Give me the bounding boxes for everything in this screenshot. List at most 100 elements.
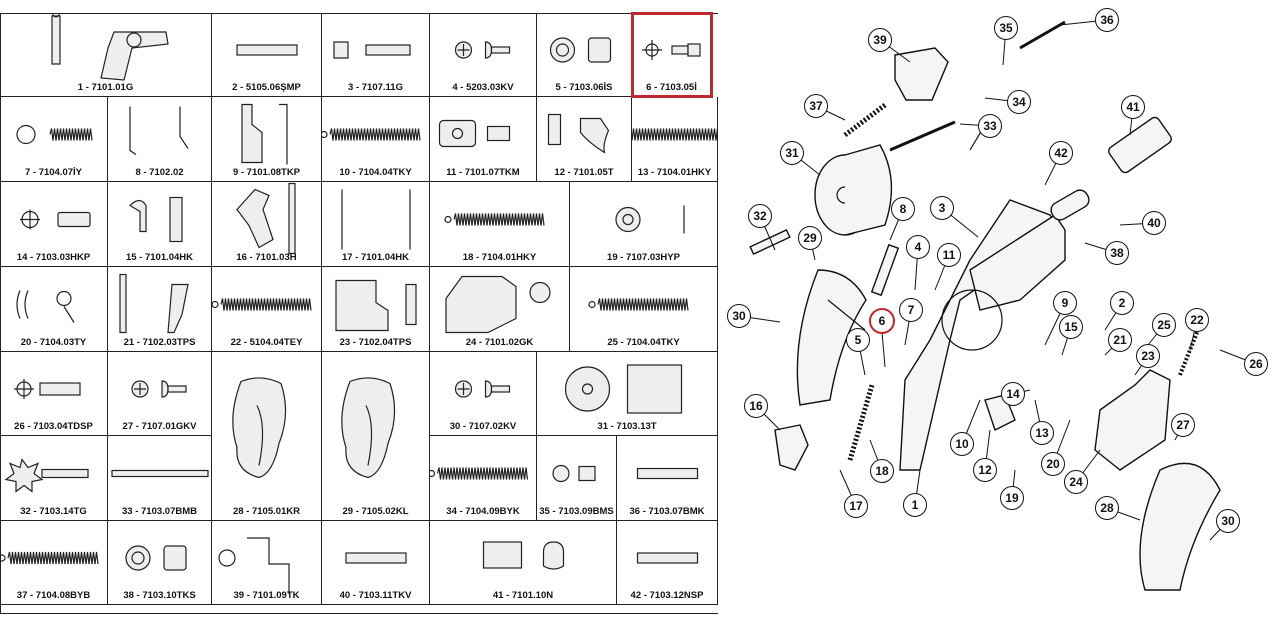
part-cell: 16 - 7101.03H: [212, 182, 322, 267]
callout-number: 11: [937, 243, 961, 267]
part-cell: 40 - 7103.11TKV: [322, 521, 430, 605]
callout-number: 30: [1216, 509, 1240, 533]
part-icon: [125, 545, 187, 571]
part-icon: [341, 189, 411, 250]
callout-number: 25: [1152, 313, 1176, 337]
callout-number: 9: [1053, 291, 1077, 315]
part-cell: 4 - 5203.03KV: [430, 13, 537, 97]
part-label: 33 - 7103.07BMB: [122, 506, 197, 517]
part-label: 14 - 7103.03HKP: [16, 252, 91, 263]
part-label: 4 - 5203.03KV: [452, 82, 514, 93]
part-cell: 17 - 7101.04HK: [322, 182, 430, 267]
part-cell: 20 - 7104.03TY: [0, 267, 108, 352]
part-label: 25 - 7104.04TKY: [607, 337, 680, 348]
callout-number: 7: [899, 298, 923, 322]
callout-number: 39: [868, 28, 892, 52]
part-icon: [129, 106, 189, 155]
part-icon: [636, 467, 699, 480]
part-cell: 34 - 7104.09BYK: [430, 436, 537, 521]
part-icon: [232, 377, 287, 479]
part-icon: [119, 273, 189, 334]
part-label: 11 - 7101.07TKM: [446, 167, 520, 178]
part-icon: [16, 290, 75, 323]
part-label: 1 - 7101.01G: [77, 82, 134, 93]
part-icon: [236, 182, 296, 255]
part-label: 40 - 7103.11TKV: [339, 590, 412, 601]
part-cell: 42 - 7103.12NSP: [617, 521, 718, 605]
part-cell: 10 - 7104.04TKY: [322, 97, 430, 182]
part-label: 34 - 7104.09BYK: [446, 506, 520, 517]
callout-number: 30: [727, 304, 751, 328]
part-icon: [444, 213, 545, 226]
part-icon: [14, 379, 81, 399]
part-cell: 27 - 7107.01GKV: [108, 352, 212, 436]
part-label: 22 - 5104.04TEY: [230, 337, 303, 348]
part-cell: 5 - 7103.06İS: [537, 13, 632, 97]
callout-number: 28: [1095, 496, 1119, 520]
callout-number: 15: [1059, 315, 1083, 339]
part-label: 27 - 7107.01GKV: [122, 421, 197, 432]
callout-number: 42: [1049, 141, 1073, 165]
part-cell: 15 - 7101.04HK: [108, 182, 212, 267]
part-cell: 23 - 7102.04TPS: [322, 267, 430, 352]
part-label: 26 - 7103.04TDSP: [14, 421, 93, 432]
part-icon: [51, 13, 169, 81]
callout-number: 23: [1136, 344, 1160, 368]
part-icon: [547, 113, 610, 154]
part-label: 35 - 7103.09BMS: [539, 506, 614, 517]
part-cell: 26 - 7103.04TDSP: [0, 352, 108, 436]
callout-number: 24: [1064, 470, 1088, 494]
part-icon: [333, 41, 411, 59]
part-label: 9 - 7101.08TKP: [232, 167, 301, 178]
part-label: 24 - 7101.02GK: [465, 337, 534, 348]
callout-number: 14: [1001, 382, 1025, 406]
part-label: 15 - 7101.04HK: [125, 252, 194, 263]
part-icon: [341, 377, 396, 479]
part-icon: [454, 380, 511, 398]
part-cell: 36 - 7103.07BMK: [617, 436, 718, 521]
callout-number: 10: [950, 432, 974, 456]
callout-number: 33: [978, 114, 1002, 138]
part-icon: [236, 44, 298, 56]
part-cell: 8 - 7102.02: [108, 97, 212, 182]
part-cell: 19 - 7107.03HYP: [570, 182, 718, 267]
part-icon: [632, 128, 718, 141]
part-cell: 18 - 7104.01HKY: [430, 182, 570, 267]
part-icon: [564, 364, 683, 414]
part-label: 8 - 7102.02: [135, 167, 184, 178]
part-cell: 6 - 7103.05İ: [631, 12, 713, 98]
part-label: 19 - 7107.03HYP: [607, 252, 680, 263]
part-icon: [212, 298, 312, 311]
callout-number: 20: [1041, 452, 1065, 476]
callout-number: 16: [744, 394, 768, 418]
callout-number: 31: [780, 141, 804, 165]
part-cell: 2 - 5105.06ŞMP: [212, 13, 322, 97]
part-label: 7 - 7104.07İY: [24, 167, 83, 178]
part-icon: [0, 551, 99, 565]
part-cell: 28 - 7105.01KR: [212, 352, 322, 521]
part-label: 10 - 7104.04TKY: [339, 167, 412, 178]
part-label: 32 - 7103.14TG: [20, 506, 87, 517]
part-cell: 25 - 7104.04TKY: [570, 267, 718, 352]
callout-number: 3: [930, 196, 954, 220]
part-icon: [218, 537, 290, 594]
callout-number: 29: [798, 226, 822, 250]
part-label: 29 - 7105.02KL: [342, 506, 409, 517]
part-icon: [129, 196, 183, 243]
part-cell: 1 - 7101.01G: [0, 13, 212, 97]
callout-number: 37: [804, 94, 828, 118]
callout-number: 17: [844, 494, 868, 518]
callout-number: 41: [1121, 95, 1145, 119]
part-cell: 22 - 5104.04TEY: [212, 267, 322, 352]
part-icon: [335, 279, 417, 332]
callout-number: 34: [1007, 90, 1031, 114]
callout-number: 27: [1171, 413, 1195, 437]
part-cell: 39 - 7101.09TK: [212, 521, 322, 605]
callout-number: 36: [1095, 8, 1119, 32]
part-cell: 30 - 7107.02KV: [430, 352, 537, 436]
part-cell: 9 - 7101.08TKP: [212, 97, 322, 182]
part-icon: [482, 541, 565, 570]
part-label: 36 - 7103.07BMK: [629, 506, 705, 517]
part-label: 21 - 7102.03TPS: [123, 337, 196, 348]
